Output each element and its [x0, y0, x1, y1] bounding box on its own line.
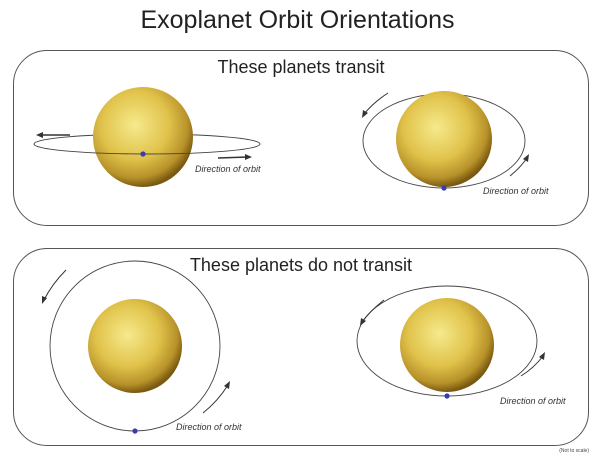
star-icon	[93, 87, 193, 187]
face-on-system: Direction of orbit	[42, 260, 242, 434]
orbit-edge-on-front	[33, 143, 261, 155]
orbit-direction-arrow-icon	[360, 299, 385, 326]
edge-on-system: Direction of orbit	[33, 87, 261, 187]
tilted-no-transit-direction-label: Direction of orbit	[500, 396, 566, 406]
tilted-transit-direction-label: Direction of orbit	[483, 186, 549, 196]
star-icon	[396, 91, 492, 187]
orbit-direction-arrow-icon	[202, 381, 230, 414]
planet-icon	[444, 393, 450, 399]
orbit-direction-arrow-icon	[362, 92, 389, 118]
star-icon	[88, 299, 182, 393]
planet-icon	[441, 185, 447, 191]
planet-icon	[132, 428, 138, 434]
main-title: Exoplanet Orbit Orientations	[140, 6, 455, 34]
panel-no-transit-heading: These planets do not transit	[189, 255, 413, 275]
panel-transit-heading: These planets transit	[217, 57, 385, 77]
star-icon	[400, 298, 494, 392]
scale-note: (Not to scale)	[559, 448, 589, 454]
orbit-direction-arrow-icon	[520, 352, 545, 377]
orbit-direction-arrow-icon	[36, 132, 70, 138]
face-on-direction-label: Direction of orbit	[176, 422, 242, 432]
tilted-no-transit-system: Direction of orbit	[356, 285, 566, 406]
orbit-direction-arrow-icon	[509, 154, 529, 177]
orbit-direction-arrow-icon	[217, 154, 252, 160]
orbit-direction-arrow-icon	[42, 269, 67, 304]
planet-icon	[140, 151, 146, 157]
edge-on-direction-label: Direction of orbit	[195, 164, 261, 174]
tilted-transit-system: Direction of orbit	[362, 91, 549, 196]
